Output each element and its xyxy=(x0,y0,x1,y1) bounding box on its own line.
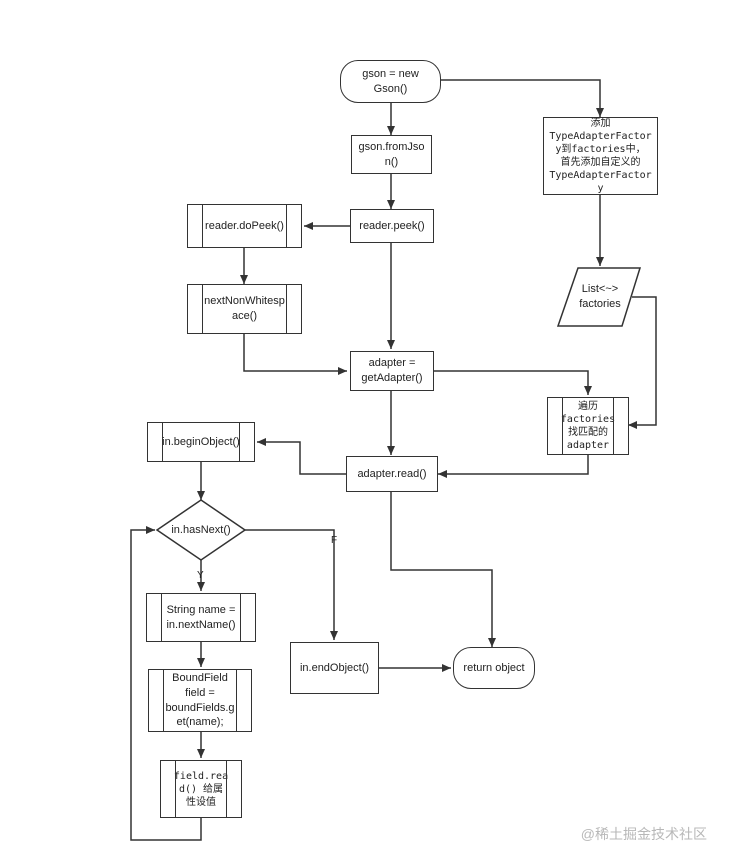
edge-start-addfactory xyxy=(440,79,604,117)
next-name-label: String name = in.nextName() xyxy=(166,603,236,631)
has-next-node: in.hasNext() xyxy=(160,520,242,540)
factories-list-node: List<~> factories xyxy=(560,268,640,326)
field-read-node: field.rea d() 给属 性设值 xyxy=(160,760,242,818)
start-node-label: gson = new Gson() xyxy=(362,67,419,95)
next-non-whitespace-label: nextNonWhitesp ace() xyxy=(204,295,285,322)
traverse-factories-node: 遍历 factories 找匹配的 adapter xyxy=(547,397,629,455)
has-next-diamond xyxy=(155,499,247,561)
watermark: @稀土掘金技术社区 xyxy=(580,826,707,842)
reader-peek-label: reader.peek() xyxy=(359,219,425,232)
end-object-label: in.endObject() xyxy=(299,661,370,674)
edge-read-beginobject xyxy=(257,438,346,475)
factories-list-shape xyxy=(556,267,642,327)
begin-object-node: in.beginObject() xyxy=(147,422,255,462)
reader-do-peek-node: reader.doPeek() xyxy=(187,204,302,248)
get-adapter-node: adapter = getAdapter() xyxy=(350,351,434,391)
edge-nextnonws-getadapter xyxy=(243,334,347,375)
traverse-factories-label: 遍历 factories 找匹配的 adapter xyxy=(560,401,616,451)
no-label: F xyxy=(331,535,338,546)
edge-hasnext-endobject xyxy=(245,529,338,640)
end-object-node: in.endObject() xyxy=(290,642,379,694)
start-node: gson = new Gson() xyxy=(340,60,441,103)
bound-field-node: BoundField field = boundFields.g et(name… xyxy=(148,669,252,732)
get-adapter-label: adapter = getAdapter() xyxy=(361,357,423,384)
field-read-label: field.rea d() 给属 性设值 xyxy=(173,770,229,808)
add-factory-node: 添加 TypeAdapterFactor y到factories中， 首先添加自… xyxy=(543,117,658,195)
edge-getadapter-traverse xyxy=(434,370,592,395)
edge-list-traverse xyxy=(628,296,657,429)
factories-list-label: List<~> factories xyxy=(579,283,621,310)
adapter-read-node: adapter.read() xyxy=(346,456,438,492)
next-name-node: String name = in.nextName() xyxy=(146,593,256,642)
return-object-label: return object xyxy=(463,661,525,674)
from-json-label: gson.fromJso n() xyxy=(358,140,425,168)
add-factory-label: 添加 TypeAdapterFactor y到factories中， 首先添加自… xyxy=(549,118,652,194)
next-non-whitespace-node: nextNonWhitesp ace() xyxy=(187,284,302,334)
bound-field-label: BoundField field = boundFields.g et(name… xyxy=(165,671,235,729)
has-next-label: in.hasNext() xyxy=(171,523,231,536)
adapter-read-label: adapter.read() xyxy=(357,467,427,480)
yes-label: Y xyxy=(197,570,204,581)
edge-traverse-read xyxy=(438,455,589,478)
begin-object-label: in.beginObject() xyxy=(162,435,240,448)
reader-peek-node: reader.peek() xyxy=(350,209,434,243)
reader-do-peek-label: reader.doPeek() xyxy=(205,219,284,232)
edge-read-return xyxy=(390,492,496,647)
return-object-node: return object xyxy=(453,647,535,689)
from-json-node: gson.fromJso n() xyxy=(351,135,432,174)
edge-loop-back xyxy=(130,526,202,841)
